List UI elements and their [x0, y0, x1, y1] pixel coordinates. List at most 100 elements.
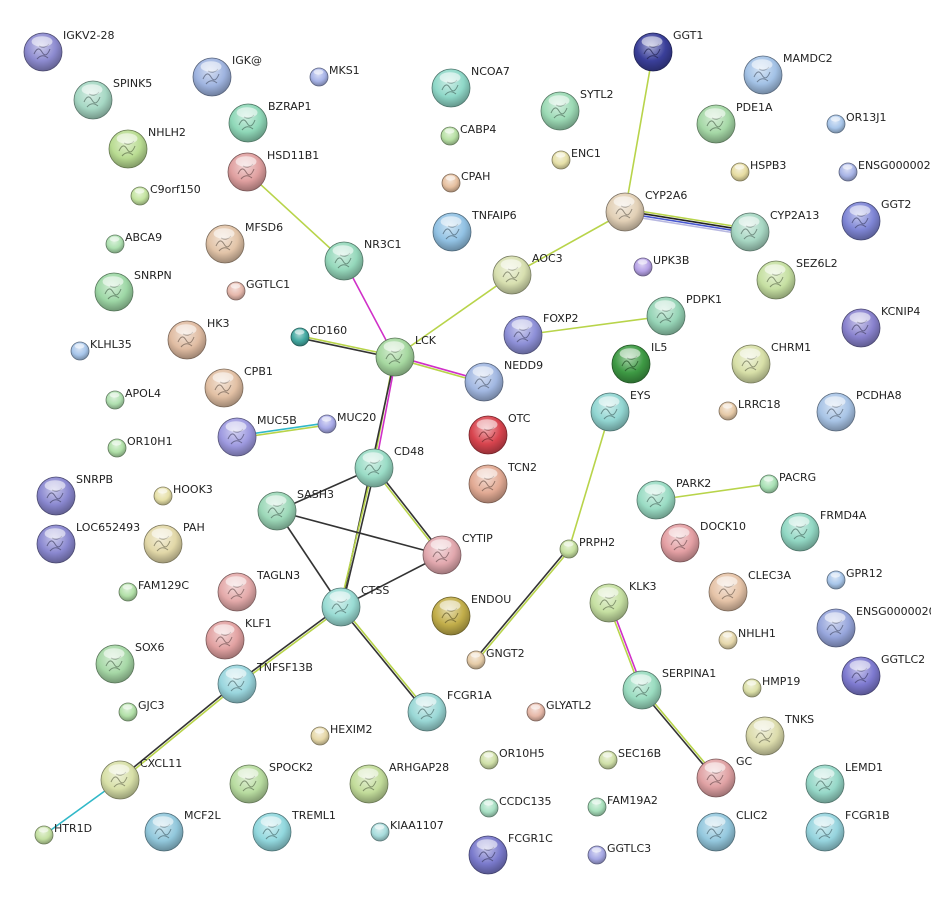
- node-frmd4a[interactable]: FRMD4A: [780, 509, 867, 552]
- node-foxp2[interactable]: FOXP2: [503, 312, 578, 355]
- node-mamdc2[interactable]: MAMDC2: [743, 52, 833, 95]
- node-klk3[interactable]: KLK3: [589, 580, 657, 623]
- node-gngt2[interactable]: GNGT2: [466, 647, 525, 670]
- node-glyatl2[interactable]: GLYATL2: [526, 699, 592, 722]
- node-tnfaip6[interactable]: TNFAIP6: [432, 209, 517, 252]
- node-cpah[interactable]: CPAH: [441, 170, 490, 193]
- node-cd160[interactable]: CD160: [290, 324, 347, 347]
- node-cxcl11[interactable]: CXCL11: [100, 757, 182, 800]
- node-cd48[interactable]: CD48: [354, 445, 424, 488]
- node-sez6l2[interactable]: SEZ6L2: [756, 257, 838, 300]
- node-treml1[interactable]: TREML1: [252, 809, 336, 852]
- node-tnks[interactable]: TNKS: [745, 713, 814, 756]
- node-ensg0000021[interactable]: ENSG0000021: [838, 159, 931, 182]
- node-htr1d[interactable]: HTR1D: [34, 822, 92, 845]
- node-cytip[interactable]: CYTIP: [422, 532, 493, 575]
- node-ensg00000205[interactable]: ENSG00000205: [816, 605, 931, 648]
- node-snrpb[interactable]: SNRPB: [36, 473, 113, 516]
- node-serpina1[interactable]: SERPINA1: [622, 667, 716, 710]
- node-sox6[interactable]: SOX6: [95, 641, 164, 684]
- node-arhgap28[interactable]: ARHGAP28: [349, 761, 449, 804]
- node-or10h5[interactable]: OR10H5: [479, 747, 545, 770]
- node-spink5[interactable]: SPINK5: [73, 77, 152, 120]
- node-otc[interactable]: OTC: [468, 412, 531, 455]
- node-cyp2a6[interactable]: CYP2A6: [605, 189, 687, 232]
- node-gc[interactable]: GC: [696, 755, 753, 798]
- node-lrrc18[interactable]: LRRC18: [718, 398, 781, 421]
- node-aoc3[interactable]: AOC3: [492, 252, 563, 295]
- node-clec3a[interactable]: CLEC3A: [708, 569, 791, 612]
- node-eys[interactable]: EYS: [590, 389, 651, 432]
- node-ggt1[interactable]: GGT1: [633, 29, 703, 72]
- node-ggtlc1[interactable]: GGTLC1: [226, 278, 290, 301]
- node-abca9[interactable]: ABCA9: [105, 231, 162, 254]
- node-hsd11b1[interactable]: HSD11B1: [227, 149, 319, 192]
- node-apol4[interactable]: APOL4: [105, 387, 161, 410]
- node-cpb1[interactable]: CPB1: [204, 365, 273, 408]
- node-sec16b[interactable]: SEC16B: [598, 747, 661, 770]
- node-spock2[interactable]: SPOCK2: [229, 761, 313, 804]
- node-muc5b[interactable]: MUC5B: [217, 414, 297, 457]
- node-snrpn[interactable]: SNRPN: [94, 269, 172, 312]
- node-nhlh1[interactable]: NHLH1: [718, 627, 776, 650]
- node-hspb3[interactable]: HSPB3: [730, 159, 786, 182]
- node-mks1[interactable]: MKS1: [309, 64, 360, 87]
- node-pdpk1[interactable]: PDPK1: [646, 293, 722, 336]
- node-ggtlc3[interactable]: GGTLC3: [587, 842, 651, 865]
- node-kcnip4[interactable]: KCNIP4: [841, 305, 920, 348]
- node-sytl2[interactable]: SYTL2: [540, 88, 614, 131]
- node-fam19a2[interactable]: FAM19A2: [587, 794, 658, 817]
- node-igkv2-28[interactable]: IGKV2-28: [23, 29, 114, 72]
- node-enc1[interactable]: ENC1: [551, 147, 601, 170]
- node-gjc3[interactable]: GJC3: [118, 699, 164, 722]
- node-bzrap1[interactable]: BZRAP1: [228, 100, 311, 143]
- node-tcn2[interactable]: TCN2: [468, 461, 537, 504]
- node-mcf2l[interactable]: MCF2L: [144, 809, 221, 852]
- node-hmp19[interactable]: HMP19: [742, 675, 800, 698]
- node-fcgr1c[interactable]: FCGR1C: [468, 832, 553, 875]
- node-pde1a[interactable]: PDE1A: [696, 101, 773, 144]
- node-nhlh2[interactable]: NHLH2: [108, 126, 186, 169]
- node-mfsd6[interactable]: MFSD6: [205, 221, 283, 264]
- node-chrm1[interactable]: CHRM1: [731, 341, 811, 384]
- node-park2[interactable]: PARK2: [636, 477, 711, 520]
- node-hook3[interactable]: HOOK3: [153, 483, 213, 506]
- node-ggtlc2[interactable]: GGTLC2: [841, 653, 925, 696]
- node-endou[interactable]: ENDOU: [431, 593, 511, 636]
- node-klhl35[interactable]: KLHL35: [70, 338, 132, 361]
- node-fcgr1a[interactable]: FCGR1A: [407, 689, 492, 732]
- node-kiaa1107[interactable]: KIAA1107: [370, 819, 444, 842]
- node-prph2[interactable]: PRPH2: [559, 536, 615, 559]
- node-cyp2a13[interactable]: CYP2A13: [730, 209, 819, 252]
- node-fam129c[interactable]: FAM129C: [118, 579, 189, 602]
- node-hexim2[interactable]: HEXIM2: [310, 723, 373, 746]
- node-klf1[interactable]: KLF1: [205, 617, 272, 660]
- node-il5[interactable]: IL5: [611, 341, 667, 384]
- node-ggt2[interactable]: GGT2: [841, 198, 911, 241]
- node-clic2[interactable]: CLIC2: [696, 809, 768, 852]
- node-pacrg[interactable]: PACRG: [759, 471, 816, 494]
- node-tnfsf13b[interactable]: TNFSF13B: [217, 661, 313, 704]
- node-tagln3[interactable]: TAGLN3: [217, 569, 300, 612]
- node-nedd9[interactable]: NEDD9: [464, 359, 543, 402]
- node-pah[interactable]: PAH: [143, 521, 205, 564]
- node-nr3c1[interactable]: NR3C1: [324, 238, 402, 281]
- node-igk-[interactable]: IGK@: [192, 54, 262, 97]
- node-sash3[interactable]: SASH3: [257, 488, 334, 531]
- node-cabp4[interactable]: CABP4: [440, 123, 496, 146]
- node-muc20[interactable]: MUC20: [317, 411, 376, 434]
- node-or13j1[interactable]: OR13J1: [826, 111, 887, 134]
- node-lemd1[interactable]: LEMD1: [805, 761, 883, 804]
- node-dock10[interactable]: DOCK10: [660, 520, 746, 563]
- node-upk3b[interactable]: UPK3B: [633, 254, 689, 277]
- node-ctss[interactable]: CTSS: [321, 584, 389, 627]
- node-loc652493[interactable]: LOC652493: [36, 521, 140, 564]
- node-gpr12[interactable]: GPR12: [826, 567, 883, 590]
- node-ccdc135[interactable]: CCDC135: [479, 795, 552, 818]
- node-c9orf150[interactable]: C9orf150: [130, 183, 201, 206]
- node-hk3[interactable]: HK3: [167, 317, 229, 360]
- node-pcdha8[interactable]: PCDHA8: [816, 389, 902, 432]
- node-lck[interactable]: LCK: [375, 334, 437, 377]
- node-or10h1[interactable]: OR10H1: [107, 435, 173, 458]
- node-ncoa7[interactable]: NCOA7: [431, 65, 510, 108]
